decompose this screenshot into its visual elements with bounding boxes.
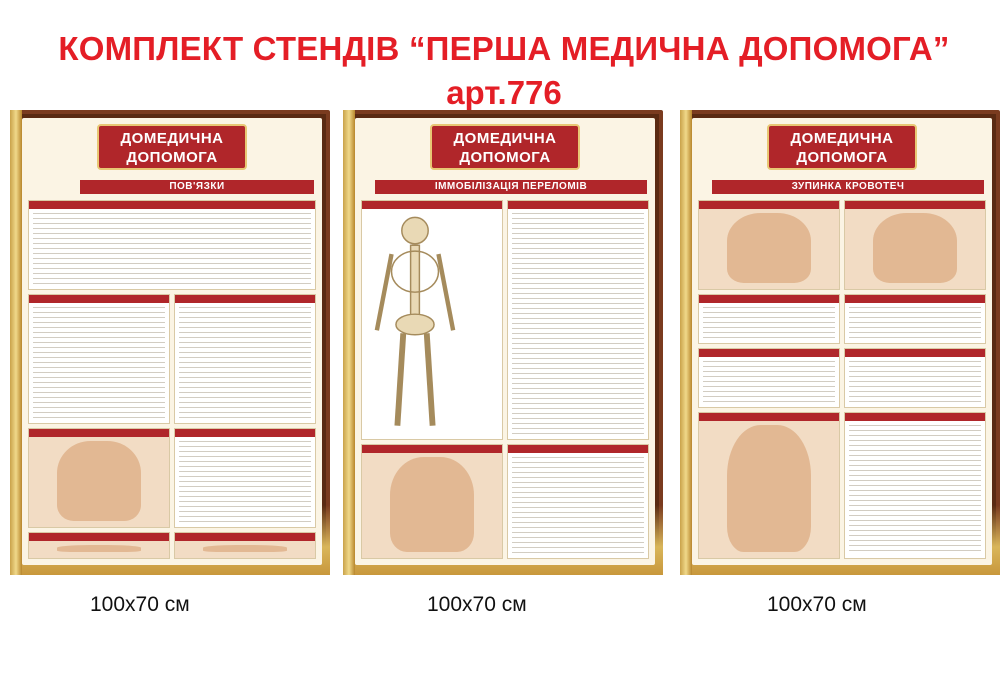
stand-header: ДОМЕДИЧНА ДОПОМОГА — [430, 124, 580, 170]
content-grid — [361, 200, 649, 559]
stand-panel: ДОМЕДИЧНА ДОПОМОГА ЗУПИНКА КРОВОТЕЧ — [692, 118, 992, 565]
skeleton-icon — [370, 213, 460, 433]
info-block — [844, 412, 986, 559]
page-title: КОМПЛЕКТ СТЕНДІВ “ПЕРША МЕДИЧНА ДОПОМОГА… — [58, 30, 950, 67]
illustration — [361, 444, 503, 559]
illustration — [698, 412, 840, 559]
info-block — [28, 294, 170, 424]
info-block — [507, 200, 649, 440]
stand-header: ДОМЕДИЧНА ДОПОМОГА — [767, 124, 917, 170]
gold-border — [343, 110, 355, 575]
section-title: ПОВ'ЯЗКИ — [80, 180, 314, 194]
content-grid — [28, 200, 316, 559]
illustration — [28, 428, 170, 528]
stand-size-label: 100x70 см — [767, 593, 867, 616]
stand-size-label: 100x70 см — [90, 593, 190, 616]
illustration — [28, 532, 170, 559]
gold-border — [680, 110, 692, 575]
info-block — [698, 294, 840, 344]
stand-panel: ДОМЕДИЧНА ДОПОМОГА ПОВ'ЯЗКИ — [22, 118, 322, 565]
stand-bandages: ДОМЕДИЧНА ДОПОМОГА ПОВ'ЯЗКИ — [10, 110, 330, 575]
stand-fractures: ДОМЕДИЧНА ДОПОМОГА ІММОБІЛІЗАЦІЯ ПЕРЕЛОМ… — [343, 110, 663, 575]
section-title: ЗУПИНКА КРОВОТЕЧ — [712, 180, 984, 194]
stand-bleeding: ДОМЕДИЧНА ДОПОМОГА ЗУПИНКА КРОВОТЕЧ — [680, 110, 1000, 575]
content-grid — [698, 200, 986, 559]
info-block — [698, 348, 840, 408]
stand-header: ДОМЕДИЧНА ДОПОМОГА — [97, 124, 247, 170]
article-number: арт.776 — [446, 74, 562, 111]
skeleton-illustration — [361, 200, 503, 440]
stand-size-label: 100x70 см — [427, 593, 527, 616]
illustration — [844, 200, 986, 290]
info-block — [844, 294, 986, 344]
info-block — [28, 200, 316, 290]
gold-border — [10, 110, 22, 575]
section-title: ІММОБІЛІЗАЦІЯ ПЕРЕЛОМІВ — [375, 180, 647, 194]
info-block — [174, 294, 316, 424]
info-block — [174, 428, 316, 528]
stand-panel: ДОМЕДИЧНА ДОПОМОГА ІММОБІЛІЗАЦІЯ ПЕРЕЛОМ… — [355, 118, 655, 565]
illustration — [698, 200, 840, 290]
info-block — [844, 348, 986, 408]
illustration — [174, 532, 316, 559]
info-block — [507, 444, 649, 559]
